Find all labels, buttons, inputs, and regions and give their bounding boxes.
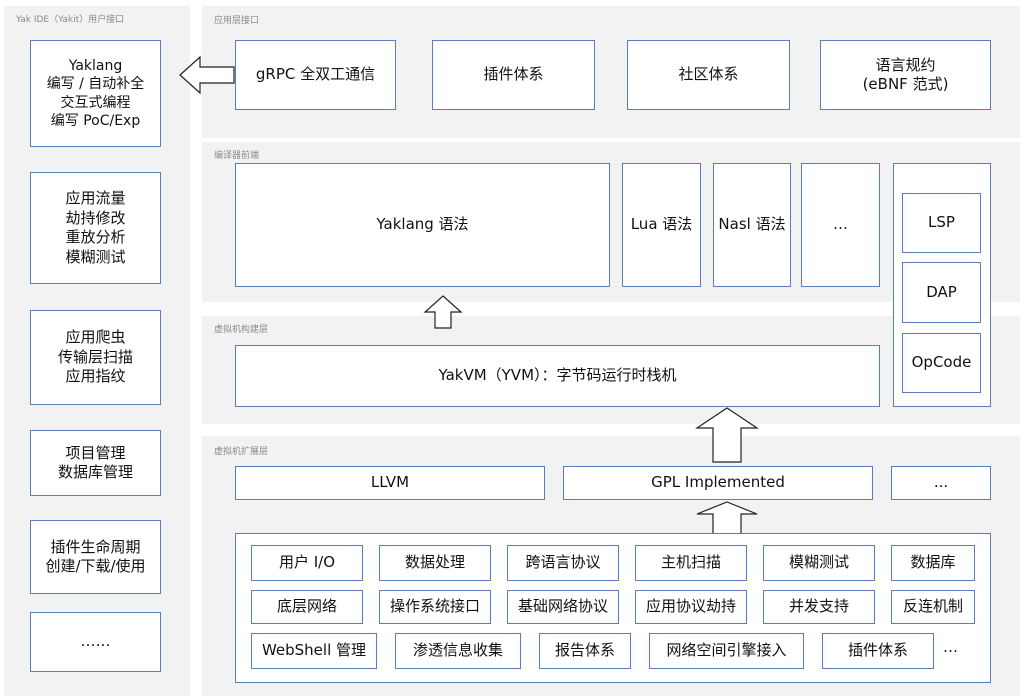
- ide-box-yaklang: Yaklang 编写 / 自动补全 交互式编程 编写 PoC/Exp: [30, 40, 161, 147]
- llvm-box: LLVM: [235, 466, 545, 500]
- ext-title: 虚拟机扩展层: [214, 447, 269, 457]
- lib-cross-lang-protocol: 跨语言协议: [507, 545, 619, 581]
- dap-box: DAP: [902, 262, 981, 323]
- lib-plugin-system: 插件体系: [822, 633, 934, 669]
- language-spec-box: 语言规约 (eBNF 范式): [820, 40, 991, 110]
- lsp-box: LSP: [902, 193, 981, 253]
- lib-host-scan: 主机扫描: [635, 545, 747, 581]
- lib-database: 数据库: [891, 545, 975, 581]
- ide-box-plugin-lifecycle: 插件生命周期 创建/下载/使用: [30, 520, 161, 594]
- opcode-box: OpCode: [902, 333, 981, 393]
- lib-app-protocol-hijack: 应用协议劫持: [635, 590, 747, 624]
- yaklang-syntax-box: Yaklang 语法: [235, 163, 610, 287]
- community-box: 社区体系: [627, 40, 790, 110]
- lib-user-io: 用户 I/O: [251, 545, 363, 581]
- ide-panel-title: Yak IDE（Yakit）用户接口: [16, 15, 125, 25]
- plugin-system-box: 插件体系: [432, 40, 595, 110]
- ide-box-more: ……: [30, 612, 161, 672]
- ide-box-crawler: 应用爬虫 传输层扫描 应用指纹: [30, 310, 161, 405]
- vm-title: 虚拟机构建层: [214, 325, 269, 335]
- lib-webshell: WebShell 管理: [251, 633, 377, 669]
- nasl-syntax-box: Nasl 语法: [713, 163, 791, 287]
- ide-box-project: 项目管理 数据库管理: [30, 430, 161, 496]
- lib-reverse-connection: 反连机制: [891, 590, 975, 624]
- yakvm-box: YakVM（YVM）：字节码运行时栈机: [235, 345, 880, 407]
- lib-low-level-network: 底层网络: [251, 590, 363, 624]
- lib-cyberspace-engine: 网络空间引擎接入: [649, 633, 804, 669]
- lib-concurrency: 并发支持: [763, 590, 875, 624]
- lib-os-interface: 操作系统接口: [379, 590, 491, 624]
- lib-more: …: [943, 638, 958, 656]
- lib-report: 报告体系: [539, 633, 631, 669]
- left-arrow-icon: [179, 55, 235, 95]
- ide-box-traffic: 应用流量 劫持修改 重放分析 模糊测试: [30, 172, 161, 284]
- gpl-box: GPL Implemented: [563, 466, 873, 500]
- ext-more-box: ...: [891, 466, 991, 500]
- app-layer-title: 应用层接口: [214, 16, 260, 26]
- lua-syntax-box: Lua 语法: [622, 163, 701, 287]
- lib-base-network-protocol: 基础网络协议: [507, 590, 619, 624]
- lib-fuzz-test: 模糊测试: [763, 545, 875, 581]
- grpc-box: gRPC 全双工通信: [235, 40, 396, 110]
- lib-pentest-info: 渗透信息收集: [395, 633, 521, 669]
- lib-data-processing: 数据处理: [379, 545, 491, 581]
- up-arrow-icon: [695, 407, 759, 463]
- frontend-title: 编译器前端: [214, 151, 260, 161]
- up-arrow-icon: [696, 501, 758, 535]
- frontend-more-box: …: [801, 163, 880, 287]
- up-arrow-icon: [423, 295, 463, 329]
